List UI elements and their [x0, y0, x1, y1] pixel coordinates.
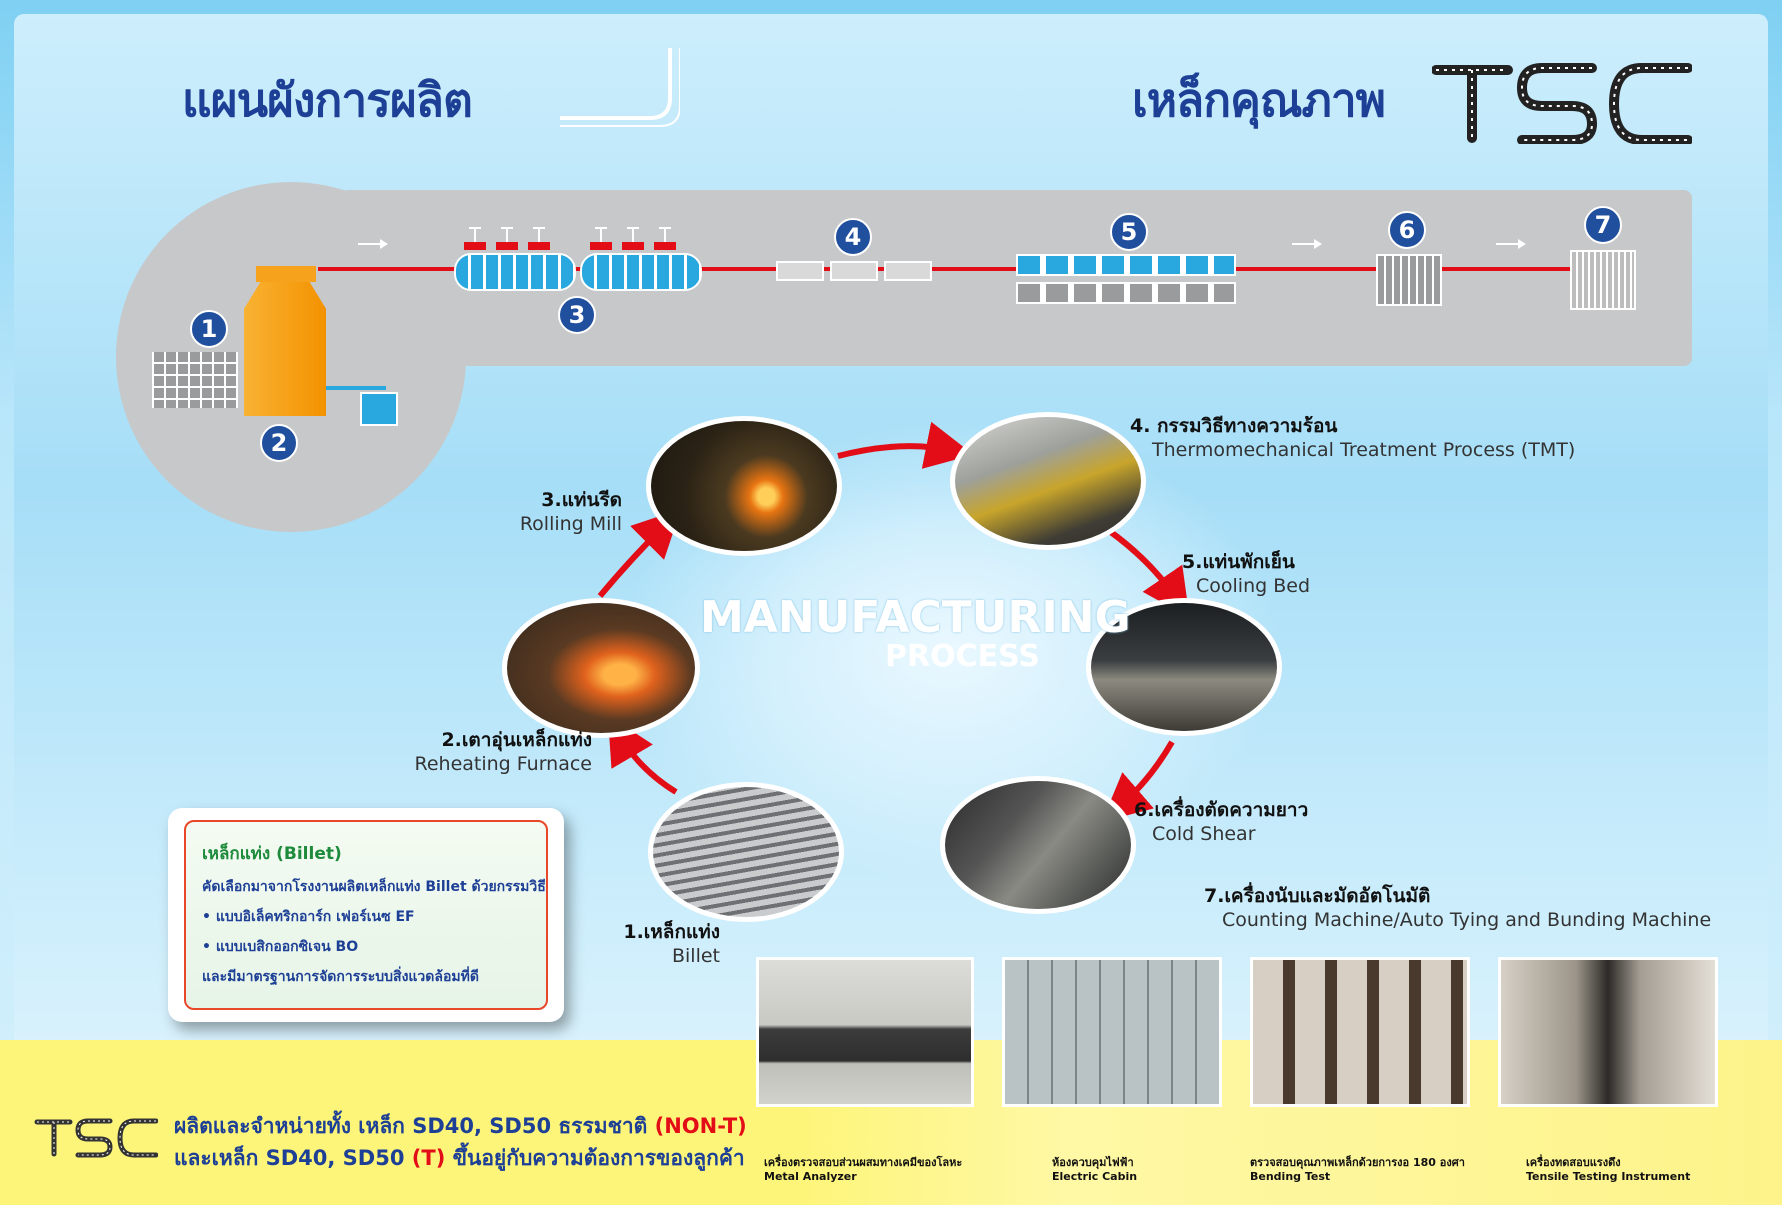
line-number-2: 2 [260, 424, 298, 462]
photo-metal-analyzer [756, 957, 974, 1107]
photo-cold-shear [940, 776, 1136, 914]
furnace-tank [360, 392, 398, 426]
rolling-mill-2 [580, 253, 702, 291]
title-right: เหล็กคุณภาพ [1132, 73, 1386, 127]
furnace [256, 266, 316, 282]
billet-info-line-2: • แบบอิเล็คทริกอาร์ก เฟอร์เนซ EF [202, 909, 415, 925]
mill-stands-icon [464, 227, 676, 250]
photo-electric-cabin [1002, 957, 1222, 1107]
center-title-sub: PROCESS [885, 639, 1040, 674]
flow-arrow-3 [1496, 239, 1526, 249]
footer-tsc-logo-icon [34, 1118, 159, 1158]
tsc-logo [1431, 54, 1693, 145]
billet-stack [152, 352, 238, 408]
photo-bending-test [1250, 957, 1470, 1107]
photo-tmt [950, 412, 1146, 550]
step-label-6: 6.เครื่องตัดความยาว Cold Shear [1134, 799, 1309, 845]
flow-arrow-2 [1292, 239, 1322, 249]
title-left: แผนผังการผลิต [182, 73, 473, 127]
photo-rolling-mill [646, 416, 842, 556]
line-number-1: 1 [190, 310, 228, 348]
line-number-7: 7 [1584, 206, 1622, 244]
photo-tensile-testing [1498, 957, 1718, 1107]
cold-shear [1376, 254, 1442, 306]
tmt-box-1 [776, 261, 824, 281]
line-number-6: 6 [1388, 211, 1426, 249]
line-number-3: 3 [558, 296, 596, 334]
billet-info-line-3: • แบบเบสิกออกซิเจน BO [202, 939, 359, 955]
photo-cooling-bed [1086, 598, 1282, 736]
step-label-3: 3.แท่นรีด Rolling Mill [519, 489, 622, 535]
step-label-1: 1.เหล็กแท่ง Billet [623, 921, 720, 967]
photo-reheating [502, 598, 700, 738]
step-label-7: 7.เครื่องนับและมัดอัตโนมัติ Counting Mac… [1204, 885, 1712, 931]
billet-info-line-1: คัดเลือกมาจากโรงงานผลิตเหล็กแท่ง Billet … [202, 879, 546, 895]
rolling-mill-1 [454, 253, 576, 291]
cooling-bed [1016, 254, 1236, 304]
billet-info-line-4: และมีมาตรฐานการจัดการระบบสิ่งแวดล้อมที่ด… [202, 969, 479, 985]
center-title: MANUFACTURING PROCESS [700, 592, 1131, 674]
furnace-body [244, 282, 326, 416]
tmt-box-3 [884, 261, 932, 281]
footer-line-2: และเหล็ก SD40, SD50 (T) ขึ้นอยู่กับความต… [174, 1146, 745, 1170]
step-label-5: 5.แท่นพักเย็น Cooling Bed [1182, 551, 1310, 597]
production-line [318, 267, 1583, 271]
center-title-main: MANUFACTURING [700, 592, 1131, 643]
billet-info-box: เหล็กแท่ง (Billet) คัดเลือกมาจากโรงงานผล… [168, 808, 564, 1022]
tmt-box-2 [830, 261, 878, 281]
flow-arrow-1 [358, 239, 388, 249]
tsc-logo-icon [1431, 63, 1693, 145]
photo-billet [648, 782, 844, 922]
line-number-4: 4 [834, 218, 872, 256]
line-number-5: 5 [1110, 213, 1148, 251]
furnace-out [326, 386, 386, 390]
step-label-2: 2.เตาอุ่นเหล็กแท่ง Reheating Furnace [414, 729, 592, 775]
billet-info-frame: เหล็กแท่ง (Billet) คัดเลือกมาจากโรงงานผล… [184, 820, 548, 1010]
footer-logo [34, 1114, 159, 1158]
bundling-machine [1570, 250, 1636, 310]
step-label-4: 4. กรรมวิธีทางความร้อน Thermomechanical … [1130, 415, 1576, 461]
billet-info-title: เหล็กแท่ง (Billet) [202, 844, 342, 864]
footer-line-1: ผลิตและจำหน่ายทั้ง เหล็ก SD40, SD50 ธรรม… [174, 1114, 747, 1138]
